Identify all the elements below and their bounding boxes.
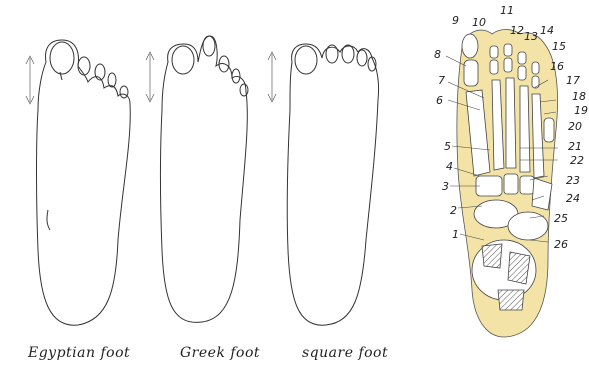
egyptian-length-arrow: [26, 56, 34, 104]
label-5: 5: [444, 140, 451, 153]
label-19: 19: [574, 104, 588, 117]
label-11: 11: [500, 4, 514, 17]
greek-foot: [146, 36, 248, 322]
label-13: 13: [524, 30, 538, 43]
label-21: 21: [568, 140, 582, 153]
label-17: 17: [566, 74, 580, 87]
label-18: 18: [572, 90, 586, 103]
label-3: 3: [442, 180, 449, 193]
greek-length-arrow: [146, 52, 154, 102]
label-7: 7: [438, 74, 445, 87]
label-10: 10: [472, 16, 486, 29]
square-foot: [268, 44, 379, 325]
label-23: 23: [566, 174, 580, 187]
label-16: 16: [550, 60, 564, 73]
label-20: 20: [568, 120, 582, 133]
caption-greek-foot: Greek foot: [180, 345, 260, 361]
caption-egyptian-foot: Egyptian foot: [28, 345, 130, 361]
label-9: 9: [452, 14, 459, 27]
label-15: 15: [552, 40, 566, 53]
foot-skeleton: 1 2 3 4 5 6 7 8 9 10 11 12 13 14 15 16 1…: [434, 4, 588, 337]
label-12: 12: [510, 24, 524, 37]
label-22: 22: [570, 154, 584, 167]
label-24: 24: [566, 192, 580, 205]
label-25: 25: [554, 212, 568, 225]
label-1: 1: [452, 228, 459, 241]
label-26: 26: [554, 238, 568, 251]
label-4: 4: [446, 160, 453, 173]
label-14: 14: [540, 24, 554, 37]
label-6: 6: [436, 94, 443, 107]
label-2: 2: [450, 204, 457, 217]
square-length-arrow: [268, 52, 276, 102]
label-8: 8: [434, 48, 441, 61]
egyptian-foot: [26, 40, 130, 325]
caption-square-foot: square foot: [302, 345, 388, 361]
